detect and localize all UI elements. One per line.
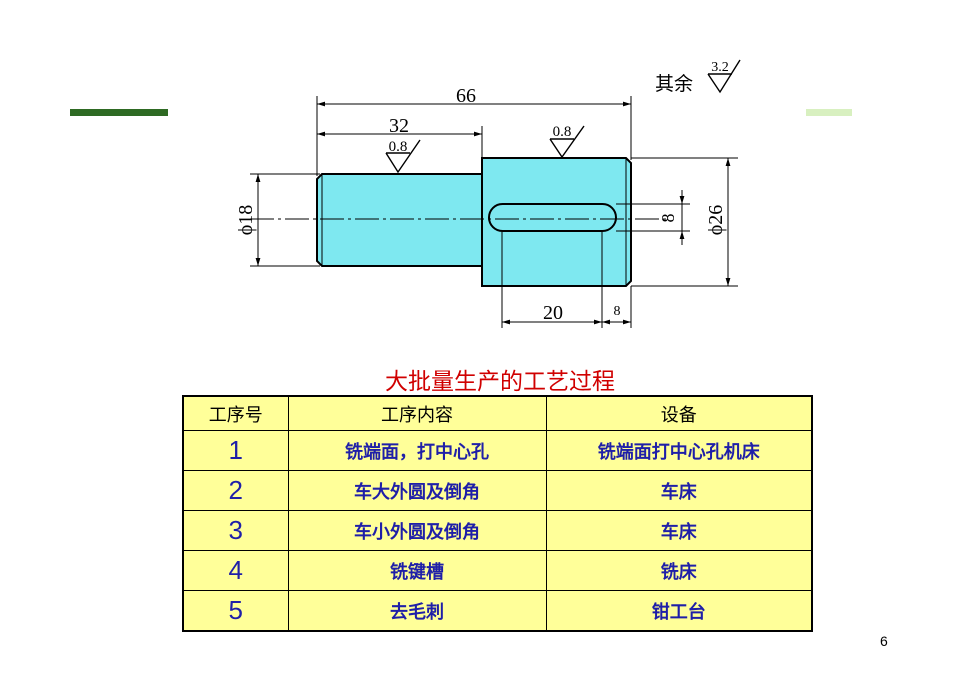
step-equipment: 车床 [545,510,813,551]
step-equipment: 铣床 [545,550,813,591]
left-accent-bar [70,109,168,116]
svg-text:0.8: 0.8 [389,139,408,155]
shaft-drawing: 66 32 20 8 ϕ18 ϕ26 8 0.8 0.8 其余 3.2 [235,59,741,328]
page-title: 大批量生产的工艺过程 [385,369,615,395]
table-row: 4 铣键槽 铣床 [182,550,813,591]
roughness-symbol-a: 0.8 [385,139,421,174]
roughness-rest-label: 其余 [655,73,693,95]
step-no: 4 [182,550,289,591]
right-accent-bar [806,109,852,116]
step-no: 5 [182,590,289,632]
process-table: 工序号 工序内容 设备 1 铣端面，打中心孔 铣端面打中心孔机床 2 车大外圆及… [182,395,813,632]
step-content: 去毛刺 [287,590,547,632]
roughness-symbol-rest: 其余 3.2 [655,59,741,95]
roughness-symbol-b: 0.8 [549,124,585,159]
table-row: 1 铣端面，打中心孔 铣端面打中心孔机床 [182,430,813,471]
step-content: 车大外圆及倒角 [287,470,547,511]
table-header-row: 工序号 工序内容 设备 [182,395,813,431]
step-no: 2 [182,470,289,511]
step-equipment: 车床 [545,470,813,511]
step-content: 车小外圆及倒角 [287,510,547,551]
dim-small-dia-text: ϕ18 [235,205,257,236]
step-content: 铣键槽 [287,550,547,591]
dim-keyway-off-text: 8 [614,304,621,319]
step-equipment: 钳工台 [545,590,813,632]
dim-total-text: 66 [456,85,476,107]
header-step-no: 工序号 [182,395,289,431]
step-no: 1 [182,430,289,471]
step-equipment: 铣端面打中心孔机床 [545,430,813,471]
small-shaft-section [316,173,483,267]
header-equipment: 设备 [545,395,813,431]
keyway-slot [488,203,617,232]
dim-large-dia-text: ϕ26 [705,205,727,236]
dim-keyway-w-text: 8 [658,214,678,223]
table-row: 3 车小外圆及倒角 车床 [182,510,813,551]
table-row: 5 去毛刺 钳工台 [182,590,813,632]
dim-keyway-len-text: 20 [543,302,563,324]
svg-text:3.2: 3.2 [711,60,729,75]
step-no: 3 [182,510,289,551]
svg-text:0.8: 0.8 [553,124,572,140]
header-content: 工序内容 [287,395,547,431]
page-number: 6 [880,633,888,649]
step-content: 铣端面，打中心孔 [287,430,547,471]
dim-small-len-text: 32 [389,115,409,137]
table-row: 2 车大外圆及倒角 车床 [182,470,813,511]
